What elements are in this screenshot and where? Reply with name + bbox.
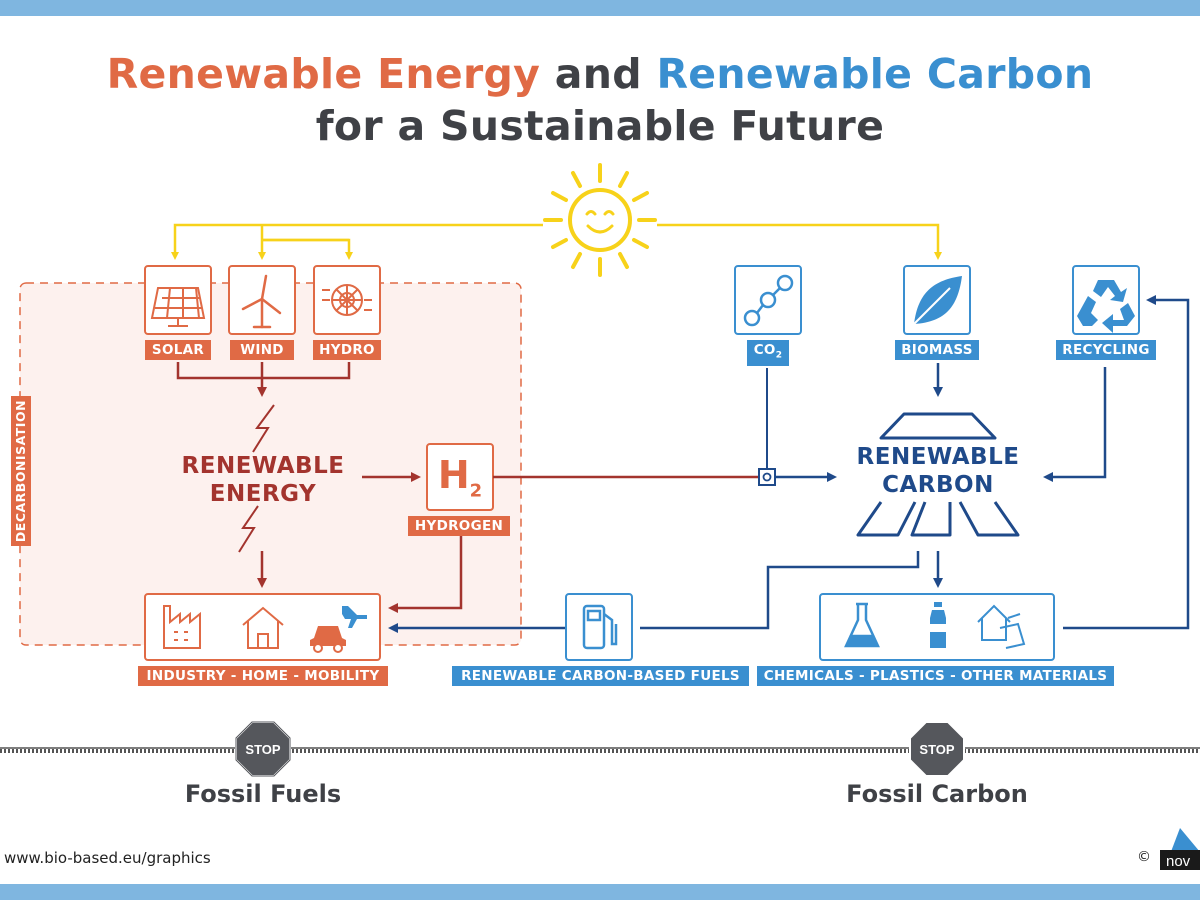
- chemicals-to-recycling-arrow: [1063, 295, 1190, 630]
- leaf-icon: [913, 276, 962, 325]
- label-co2: CO2: [747, 340, 789, 366]
- title-renewable-energy: Renewable Energy: [106, 50, 541, 98]
- recycling-to-carbon-arrow: [1043, 367, 1107, 482]
- sun-arrows: [171, 223, 942, 260]
- renewable-carbon-text: RENEWABLE CARBON: [845, 443, 1031, 499]
- recycle-icon: [1077, 280, 1135, 333]
- h2-subscript: 2: [469, 480, 483, 502]
- solar-panel-icon: [150, 287, 206, 327]
- label-recycling: RECYCLING: [1056, 340, 1156, 360]
- materials-icon: [977, 604, 1026, 649]
- renewable-carbon-frame: [856, 412, 1020, 537]
- airplane-icon: [342, 606, 367, 628]
- flask-icon: [844, 602, 880, 648]
- renewable-energy-text: RENEWABLE ENERGY: [170, 452, 356, 508]
- catalyst-gear-icon: [758, 468, 776, 486]
- label-chemicals: CHEMICALS - PLASTICS - OTHER MATERIALS: [757, 666, 1114, 686]
- wind-turbine-icon: [241, 274, 282, 329]
- nova-logo: nov: [1160, 828, 1200, 870]
- co2-box: [734, 265, 802, 335]
- carbon-to-fuels-line: [640, 551, 920, 630]
- renewable-energy-line1: RENEWABLE: [181, 453, 345, 479]
- hydrogen-to-industry-arrow: [388, 536, 463, 613]
- label-hydro: HYDRO: [313, 340, 381, 360]
- label-solar: SOLAR: [145, 340, 211, 360]
- renewable-carbon-line1: RENEWABLE: [856, 444, 1020, 470]
- bottom-band: [0, 884, 1200, 900]
- page-title: Renewable Energy and Renewable Carbon fo…: [0, 48, 1200, 152]
- lightning-bottom-icon: [238, 505, 259, 553]
- stop-sign-fossil-carbon-icon: [909, 721, 965, 777]
- label-industry: INDUSTRY - HOME - MOBILITY: [138, 666, 388, 686]
- h2-symbol: H2: [431, 452, 489, 515]
- label-hydrogen: HYDROGEN: [408, 516, 510, 536]
- renewable-energy-line2: ENERGY: [209, 481, 317, 507]
- sun-icon: [543, 163, 657, 277]
- bottle-icon: [930, 602, 946, 648]
- molecule-icon: [743, 274, 794, 327]
- factory-icon: [163, 605, 201, 649]
- nova-logo-text: nov: [1166, 853, 1191, 870]
- title-renewable-carbon: Renewable Carbon: [656, 50, 1094, 98]
- fossil-carbon-label: Fossil Carbon: [846, 780, 1028, 808]
- fossil-fuels-label: Fossil Fuels: [184, 780, 342, 808]
- stop-sign-fossil-fuels-icon: [235, 721, 291, 777]
- fossil-divider-line: [0, 747, 1200, 753]
- lightning-top-icon: [252, 404, 275, 453]
- top-band: [0, 0, 1200, 16]
- stop-text-1: STOP: [245, 742, 280, 757]
- hydro-turbine-icon: [322, 284, 372, 316]
- label-biomass: BIOMASS: [895, 340, 979, 360]
- renewable-carbon-line2: CARBON: [882, 472, 994, 498]
- fuel-pump-icon: [582, 604, 618, 650]
- label-fuels: RENEWABLE CARBON-BASED FUELS: [452, 666, 749, 686]
- decarbonisation-label: DECARBONISATION: [11, 396, 31, 546]
- energy-merge-arrows: [176, 362, 351, 397]
- car-icon: [310, 626, 346, 653]
- title-line2: for a Sustainable Future: [315, 102, 885, 150]
- co2-subscript: 2: [775, 350, 783, 361]
- footer-url[interactable]: www.bio-based.eu/graphics: [4, 849, 211, 867]
- house-icon: [242, 606, 284, 649]
- copyright-symbol: ©: [1137, 849, 1151, 865]
- fuels-box: [565, 593, 633, 661]
- stop-text-2: STOP: [919, 742, 954, 757]
- label-wind: WIND: [230, 340, 294, 360]
- co2-text: CO: [753, 342, 776, 358]
- title-and: and: [554, 50, 642, 98]
- industry-box: [144, 593, 381, 661]
- h2-letter: H: [437, 453, 470, 497]
